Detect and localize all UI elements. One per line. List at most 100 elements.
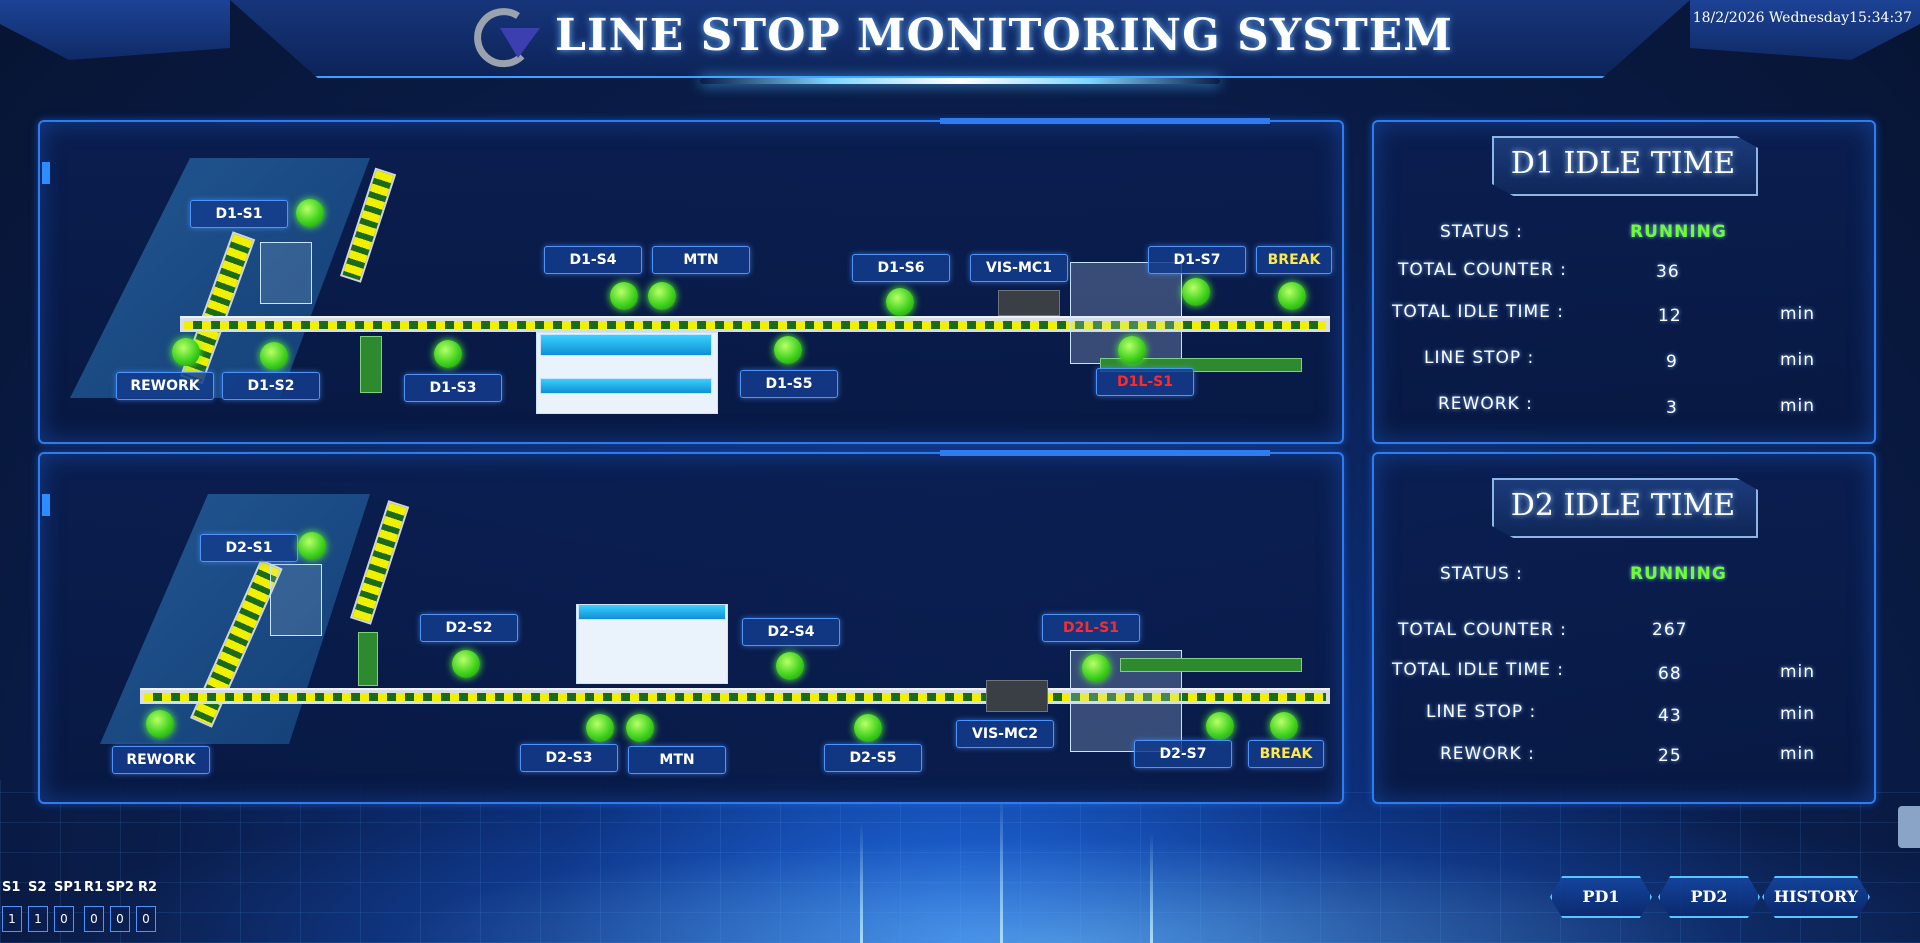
d2-station-frame [270,564,322,636]
d1-s4-status-led [610,282,638,310]
d1-line-stop-value: 9 [1666,352,1678,372]
d1-station-frame [260,242,312,304]
signal-label-r2: R2 [138,880,158,895]
d2-mtn-status-led [626,714,654,742]
d1-break-label: BREAK [1256,246,1332,274]
header-wing-right [1690,0,1920,60]
signal-label-sp1: SP1 [54,880,82,895]
d2-rework-label-text: REWORK : [1440,744,1535,764]
panel-corner-tab [42,162,50,184]
d2-rework-unit: min [1780,744,1816,764]
signal-label-s2: S2 [28,880,47,895]
d1-s1-label: D1-S1 [190,200,288,228]
d1-s3-label: D1-S3 [404,374,502,402]
d1-vis-label: VIS-MC1 [970,254,1068,282]
d1-mtn-status-led [648,282,676,310]
d2-total-counter-label: TOTAL COUNTER : [1398,620,1567,640]
d2-s2-label: D2-S2 [420,614,518,642]
signal-label-s1: S1 [2,880,21,895]
d1-rework-label: REWORK [116,372,214,400]
signal-value-sp2: 0 [110,906,130,932]
d1-idle-time-value: 12 [1658,306,1682,326]
d1-idle-panel: D1 IDLE TIME STATUS : RUNNING TOTAL COUN… [1372,120,1876,444]
d2-mtn-label: MTN [628,746,726,774]
d1-vis-machine [998,290,1060,316]
signal-value-s2: 1 [28,906,48,932]
d1-idle-title-frame [1492,136,1758,196]
header-bar [230,0,1690,78]
signal-label-r1: R1 [84,880,104,895]
d1-s2-label: D1-S2 [222,372,320,400]
d2-alert-label: D2L-S1 [1042,614,1140,642]
d1-s6-status-led [886,288,914,316]
background-floor [0,780,1920,943]
d1-idle-time-label: TOTAL IDLE TIME : [1392,302,1564,322]
d2-vis-label: VIS-MC2 [956,720,1054,748]
d2-workbench [358,632,378,686]
d2-s3-status-led [586,714,614,742]
d2-idle-time-unit: min [1780,662,1816,682]
d1-status-label: STATUS : [1440,222,1523,242]
d2-idle-title: D2 IDLE TIME [1510,488,1736,523]
light-beam [860,823,863,943]
d2-s1-status-led [298,532,326,560]
d2-line-stop-value: 43 [1658,706,1682,726]
d1-s2-status-led [260,342,288,370]
d1-rework-value: 3 [1666,398,1678,418]
d2-mtn-machine-top [578,604,726,620]
d2-alert-status-led [1082,654,1110,682]
d1-s7-status-led [1182,278,1210,306]
d1-line-stop-unit: min [1780,350,1816,370]
d1-total-counter-value: 36 [1656,262,1680,282]
d2-s2-status-led [452,650,480,678]
d1-idle-title: D1 IDLE TIME [1510,146,1736,181]
d2-break-status-led [1270,712,1298,740]
d1-rework-unit: min [1780,396,1816,416]
d2-s1-label: D2-S1 [200,534,298,562]
pd2-button[interactable]: PD2 [1658,876,1760,918]
d1-line-stop-label: LINE STOP : [1424,348,1535,368]
panel-corner-tab [42,494,50,516]
d2-line-stop-unit: min [1780,704,1816,724]
panel-top-notch [940,118,1270,124]
page-title: LINE STOP MONITORING SYSTEM [555,10,1453,61]
d1-mtn-label: MTN [652,246,750,274]
signal-value-r1: 0 [84,906,104,932]
header-wing-left [0,0,230,60]
d1-rework-label-text: REWORK : [1438,394,1533,414]
d1-alert-status-led [1118,336,1146,364]
d1-mtn-machine-top [540,334,712,356]
light-beam [1150,833,1153,943]
d1-s7-label: D1-S7 [1148,246,1246,274]
d2-s3-label: D2-S3 [520,744,618,772]
d1-s5-label: D1-S5 [740,370,838,398]
line-d2-panel: D2-S1 D2-S2 D2-S4 D2L-S1 VIS-MC2 REWORK … [38,450,1344,804]
d1-s5-status-led [774,336,802,364]
light-beam [1000,793,1003,943]
d1-rework-status-led [172,338,200,366]
history-button[interactable]: HISTORY [1762,876,1870,918]
d1-mtn-machine-base [540,378,712,394]
d1-s6-label: D1-S6 [852,254,950,282]
signal-value-sp1: 0 [54,906,74,932]
side-drawer-handle[interactable] [1898,806,1920,848]
d2-vis-machine [986,680,1048,712]
d1-s1-status-led [296,199,324,227]
d2-s5-status-led [854,714,882,742]
d2-s7-status-led [1206,712,1234,740]
d1-s4-label: D1-S4 [544,246,642,274]
signal-value-r2: 0 [136,906,156,932]
signal-value-s1: 1 [2,906,22,932]
pd1-button[interactable]: PD1 [1550,876,1652,918]
d2-idle-panel: D2 IDLE TIME STATUS : RUNNING TOTAL COUN… [1372,452,1876,804]
header: LINE STOP MONITORING SYSTEM 18/2/2026 We… [0,0,1920,90]
d2-idle-time-value: 68 [1658,664,1682,684]
panel-top-notch [940,450,1270,456]
d2-s5-label: D2-S5 [824,744,922,772]
d2-s4-status-led [776,652,804,680]
d2-output-conveyor [1120,658,1302,672]
d1-break-status-led [1278,282,1306,310]
line-d1-panel: D1-S1 D1-S4 MTN D1-S6 VIS-MC1 D1-S7 BREA… [38,118,1344,444]
d2-total-counter-value: 267 [1652,620,1688,640]
d2-line-stop-label: LINE STOP : [1426,702,1537,722]
